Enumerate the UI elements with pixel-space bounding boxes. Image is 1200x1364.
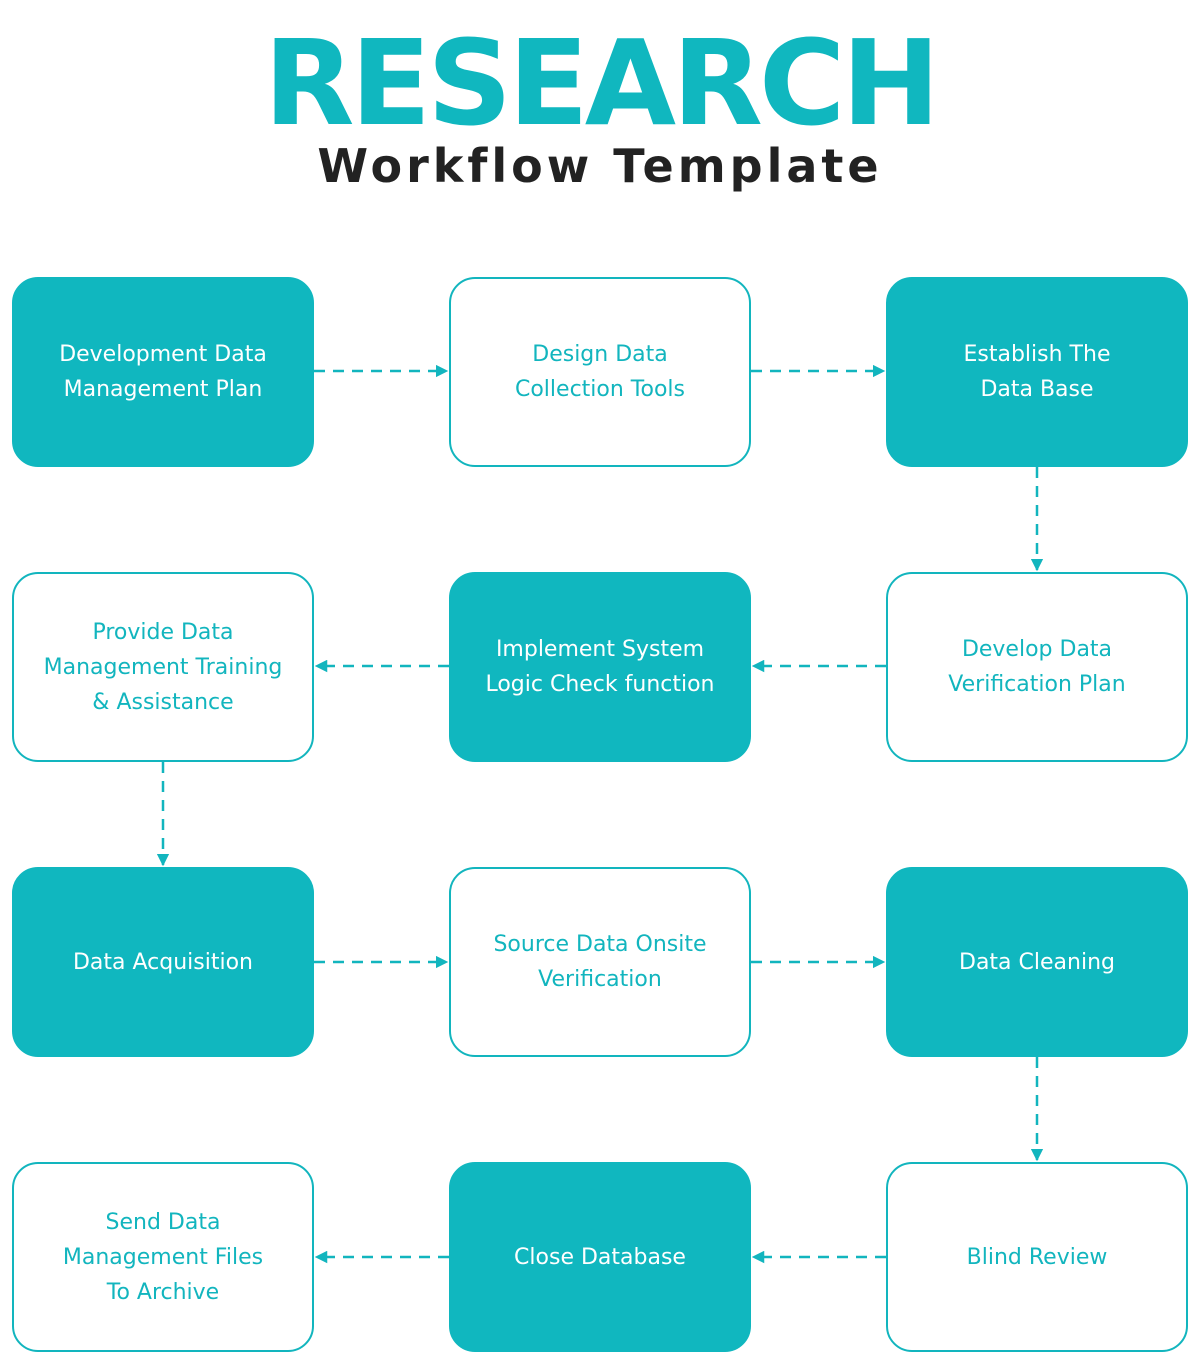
step-implement-system-logic-check: Implement System Logic Check function xyxy=(449,572,751,762)
step-send-data-management-files-to-archive: Send Data Management Files To Archive xyxy=(12,1162,314,1352)
step-development-data-management-plan: Development Data Management Plan xyxy=(12,277,314,467)
step-data-cleaning: Data Cleaning xyxy=(886,867,1188,1057)
step-label: Development Data Management Plan xyxy=(59,342,267,402)
step-label: Data Acquisition xyxy=(72,949,254,975)
step-label: Provide Data Management Training & Assis… xyxy=(43,619,283,715)
step-provide-data-management-training: Provide Data Management Training & Assis… xyxy=(12,572,314,762)
step-label: Blind Review xyxy=(966,1244,1108,1270)
step-label: Close Database xyxy=(514,1244,686,1270)
step-data-acquisition: Data Acquisition xyxy=(12,867,314,1057)
step-design-data-collection-tools: Design Data Collection Tools xyxy=(449,277,751,467)
step-label: Source Data Onsite Verification xyxy=(493,932,707,992)
step-label: Send Data Management Files To Archive xyxy=(62,1209,264,1305)
step-establish-the-data-base: Establish The Data Base xyxy=(886,277,1188,467)
step-label: Data Cleaning xyxy=(959,949,1115,975)
step-close-database: Close Database xyxy=(449,1162,751,1352)
step-source-data-onsite-verification: Source Data Onsite Verification xyxy=(449,867,751,1057)
step-label: Implement System Logic Check function xyxy=(485,637,715,697)
page-title: RESEARCH xyxy=(263,14,941,152)
step-blind-review: Blind Review xyxy=(886,1162,1188,1352)
step-label: Establish The Data Base xyxy=(963,342,1111,402)
step-label: Develop Data Verification Plan xyxy=(948,637,1126,697)
step-label: Design Data Collection Tools xyxy=(514,342,685,402)
step-develop-data-verification-plan: Develop Data Verification Plan xyxy=(886,572,1188,762)
page-subtitle: Workflow Template xyxy=(317,139,883,193)
